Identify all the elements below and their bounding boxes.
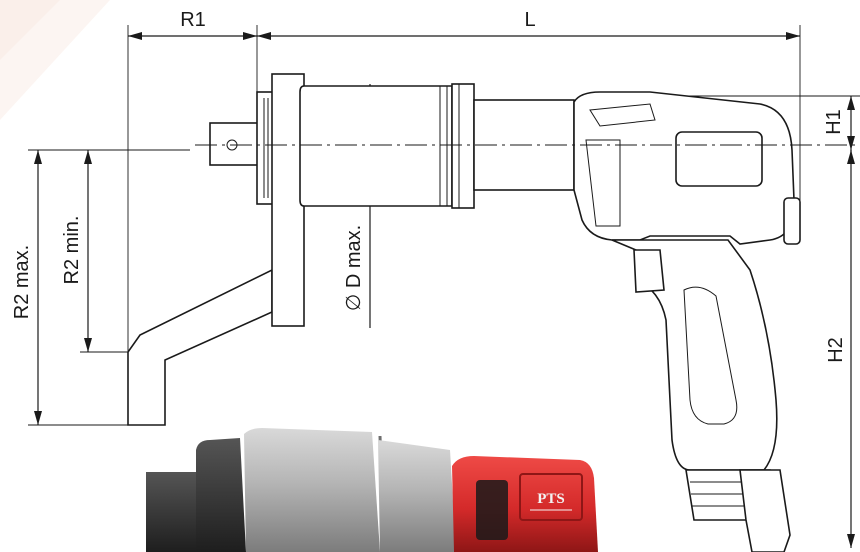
photo-logo: PTS <box>537 491 565 507</box>
r2-min-label: R2 min. <box>61 216 83 285</box>
gearbox-ring <box>451 83 475 209</box>
r1-dimension: R1 <box>128 9 257 40</box>
l-label: L <box>524 9 535 31</box>
motor-window <box>675 131 763 187</box>
r2-max-label: R2 max. <box>11 245 33 319</box>
motor-rib-top <box>589 103 656 127</box>
background-rays <box>0 0 110 120</box>
grip-recess <box>683 286 738 425</box>
d-max-label: ∅ D max. <box>343 225 365 311</box>
r2-min-dimension: R2 min. <box>61 150 130 353</box>
h2-label: H2 <box>825 337 847 363</box>
product-photo: PTS <box>146 428 598 552</box>
tool-drawing <box>127 73 801 552</box>
air-fitting <box>739 469 791 552</box>
photo-square-drive <box>146 472 200 552</box>
r1-label: R1 <box>180 9 206 31</box>
reaction-arm <box>127 268 273 426</box>
photo-head <box>196 438 246 552</box>
photo-gearbox <box>244 428 380 552</box>
motor-side-panel <box>585 139 621 227</box>
pistol-grip <box>611 239 778 471</box>
reaction-plate <box>271 73 305 327</box>
l-dimension: L <box>257 9 800 40</box>
photo-motor <box>452 456 598 552</box>
h2-dimension: H2 <box>825 150 855 548</box>
h1-label: H1 <box>823 109 845 135</box>
photo-neck <box>378 440 456 552</box>
trigger <box>633 249 665 293</box>
direction-switch <box>783 197 801 245</box>
square-drive <box>209 122 263 166</box>
gearbox-body <box>299 85 453 207</box>
